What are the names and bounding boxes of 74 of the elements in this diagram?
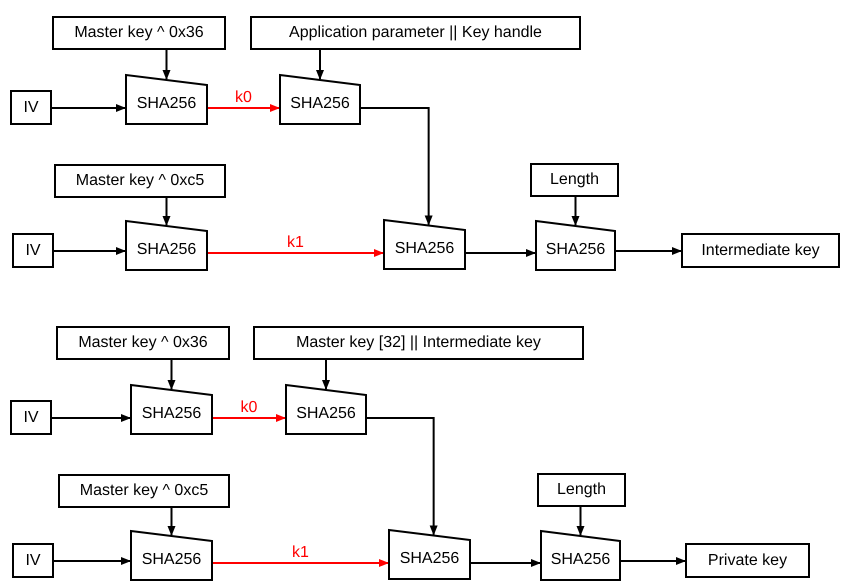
block-label: SHA256 bbox=[546, 240, 606, 258]
hash-block bbox=[130, 384, 213, 435]
arrow bbox=[168, 508, 176, 536]
box-label: Master key ^ 0xc5 bbox=[76, 172, 204, 190]
arrow bbox=[168, 360, 176, 390]
arrow bbox=[213, 414, 286, 422]
arrow bbox=[54, 557, 131, 565]
input-box bbox=[12, 233, 54, 268]
edge-label: k1 bbox=[287, 234, 304, 252]
block-label: SHA256 bbox=[400, 548, 460, 568]
block-label: SHA256 bbox=[136, 94, 196, 112]
hash-block bbox=[285, 384, 367, 435]
edge-label: k1 bbox=[292, 544, 309, 562]
input-box bbox=[530, 163, 619, 197]
input-box bbox=[56, 326, 230, 360]
box-label: Application parameter || Key handle bbox=[289, 24, 542, 42]
hash-block bbox=[540, 530, 621, 581]
arrow bbox=[361, 107, 433, 226]
box-label: IV bbox=[25, 242, 41, 260]
block-label: SHA256 bbox=[296, 404, 356, 422]
hash-block bbox=[130, 530, 213, 581]
arrow bbox=[616, 247, 682, 255]
box-label: Master key ^ 0xc5 bbox=[80, 482, 208, 500]
arrow bbox=[576, 507, 584, 536]
arrow bbox=[322, 360, 330, 390]
arrow bbox=[208, 104, 280, 112]
input-box bbox=[10, 90, 52, 125]
hash-block bbox=[388, 529, 471, 580]
block-label: SHA256 bbox=[136, 240, 196, 258]
arrow bbox=[208, 249, 384, 257]
input-box bbox=[58, 474, 230, 508]
input-box bbox=[681, 233, 840, 268]
arrow bbox=[621, 557, 686, 565]
arrow bbox=[367, 417, 438, 536]
arrow bbox=[162, 198, 170, 226]
box-label: IV bbox=[25, 552, 41, 570]
edge-label: k0 bbox=[240, 399, 258, 417]
input-box bbox=[250, 16, 581, 50]
arrow bbox=[162, 50, 170, 80]
block-label: SHA256 bbox=[394, 238, 454, 258]
box-label: Length bbox=[557, 481, 606, 499]
arrow bbox=[471, 559, 541, 567]
input-box bbox=[685, 543, 810, 578]
box-label: Master key ^ 0x36 bbox=[78, 334, 208, 352]
box-label: Master key ^ 0x36 bbox=[74, 24, 204, 42]
box-label: IV bbox=[23, 408, 39, 426]
block-label: SHA256 bbox=[142, 550, 202, 568]
input-box bbox=[10, 400, 52, 435]
block-label: SHA256 bbox=[290, 94, 350, 112]
input-box bbox=[12, 543, 54, 578]
box-label: Intermediate key bbox=[701, 242, 820, 260]
edge-label: k0 bbox=[235, 89, 252, 107]
hash-block bbox=[125, 220, 208, 271]
arrow bbox=[316, 50, 324, 80]
input-box bbox=[253, 326, 584, 360]
arrow bbox=[52, 104, 126, 112]
input-box bbox=[54, 164, 226, 198]
box-label: IV bbox=[23, 98, 39, 116]
hash-block bbox=[383, 219, 466, 270]
box-label: Master key [32] || Intermediate key bbox=[296, 334, 541, 352]
arrow bbox=[213, 559, 389, 567]
box-label: Private key bbox=[708, 552, 788, 570]
input-box bbox=[52, 16, 226, 50]
box-label: Length bbox=[550, 171, 599, 189]
hash-block bbox=[535, 220, 616, 271]
block-label: SHA256 bbox=[550, 550, 610, 568]
input-box bbox=[537, 473, 626, 507]
hash-block bbox=[279, 74, 361, 125]
arrow bbox=[572, 197, 580, 226]
arrow bbox=[54, 247, 126, 255]
arrow bbox=[52, 414, 131, 422]
block-label: SHA256 bbox=[142, 404, 202, 422]
arrow bbox=[466, 249, 536, 257]
hash-block bbox=[125, 74, 208, 125]
